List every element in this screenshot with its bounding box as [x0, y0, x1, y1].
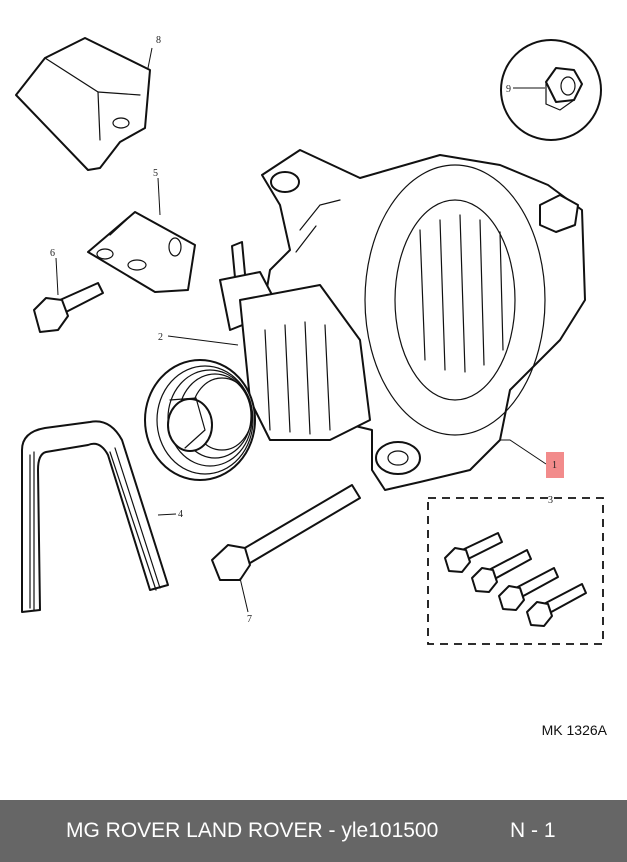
callout-3: 3: [548, 495, 553, 506]
part-9-flange-nut: [500, 39, 602, 141]
callout-9: 9: [506, 84, 511, 95]
drawing-reference: MK 1326A: [541, 722, 607, 738]
part-1-highlight: [546, 452, 564, 478]
callout-4: 4: [178, 509, 183, 520]
exploded-parts-diagram: 1 2 3 4 5 6 7 8 9: [15, 35, 604, 645]
callout-5: 5: [153, 168, 158, 179]
part-5-bracket: [87, 211, 196, 293]
part-3-bolt-kit: [427, 497, 604, 645]
footer-title: MG ROVER LAND ROVER - yle101500: [66, 819, 439, 842]
footer-code: N - 1: [510, 819, 556, 842]
part-1-alternator: [144, 149, 586, 491]
callout-7: 7: [247, 614, 252, 625]
callout-6: 6: [50, 248, 55, 259]
part-4-drive-belt: [21, 420, 169, 613]
leader-lines: [55, 47, 547, 613]
part-8-bracket: [15, 37, 151, 171]
callout-8: 8: [156, 35, 161, 46]
callout-1: 1: [552, 460, 557, 471]
footer-bar: MG ROVER LAND ROVER - yle101500 N - 1: [0, 800, 627, 862]
callout-2: 2: [158, 332, 163, 343]
part-7-long-bolt: [211, 484, 361, 581]
part-6-bolt: [33, 282, 104, 333]
